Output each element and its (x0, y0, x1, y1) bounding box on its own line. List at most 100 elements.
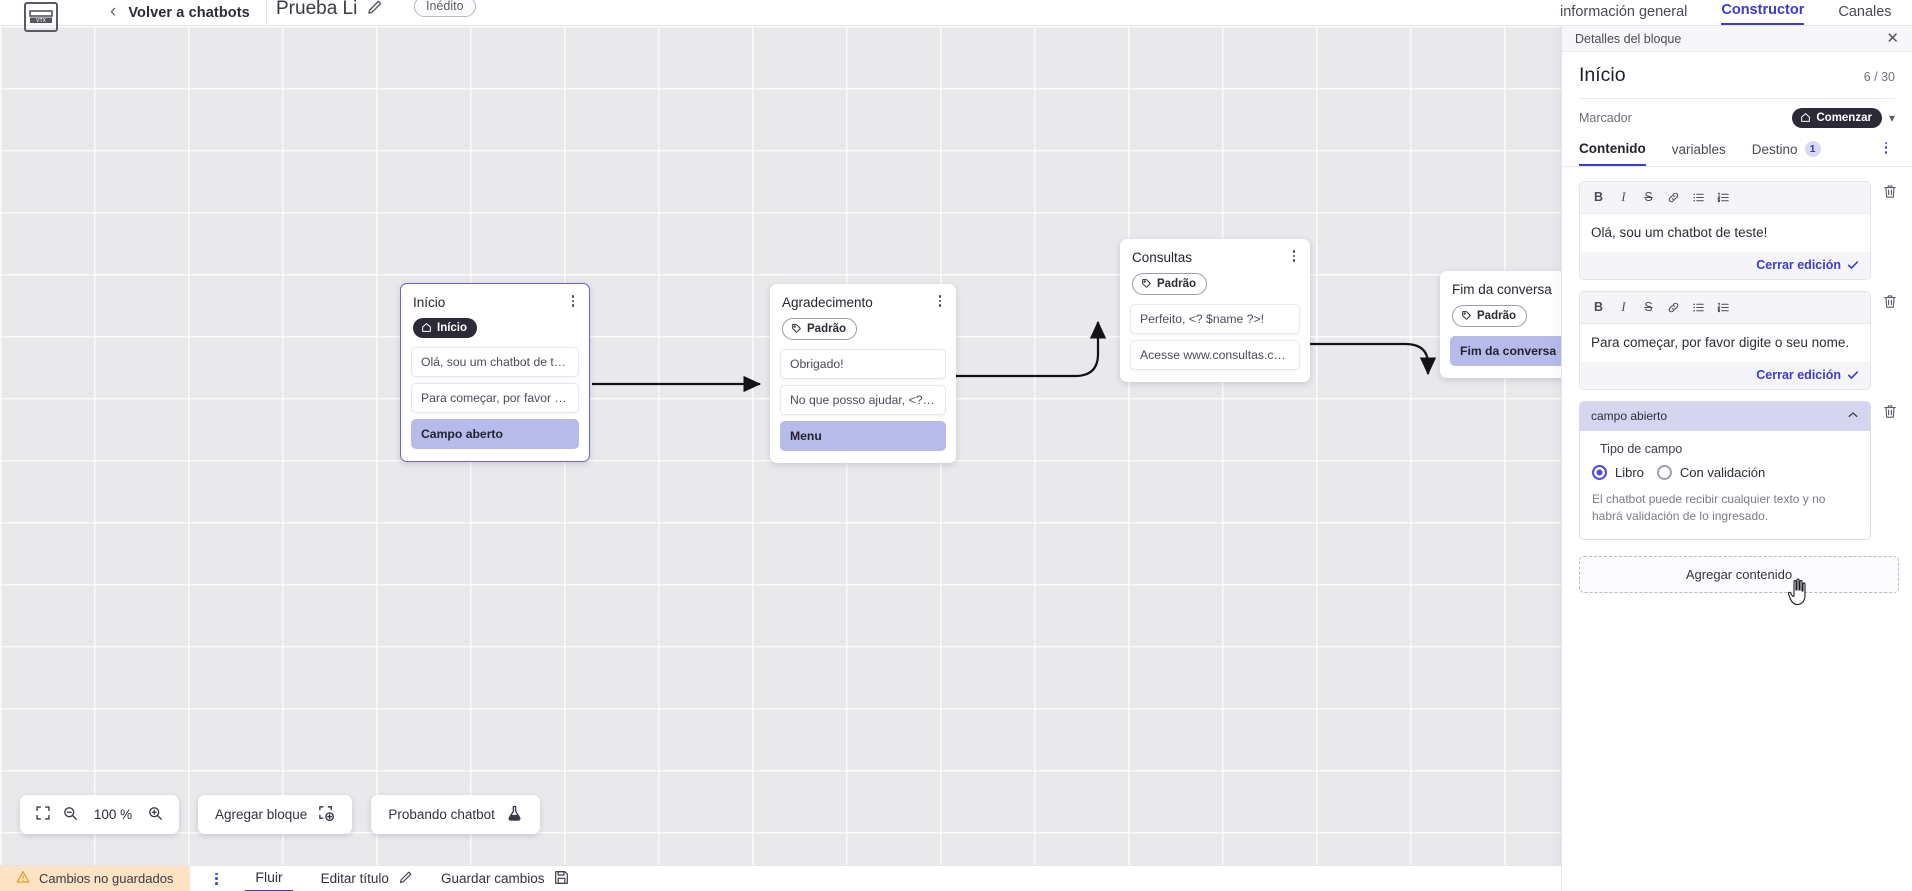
node-menu-button[interactable] (1287, 248, 1301, 264)
add-content-button[interactable]: Agregar contenido (1579, 555, 1899, 593)
node-tag-label: Início (437, 321, 468, 334)
radio-con-validacion[interactable]: Con validación (1656, 464, 1765, 480)
rich-text-editor[interactable]: B I S (1579, 180, 1871, 280)
fit-screen-icon[interactable] (36, 806, 50, 823)
panel-header: Detalles del bloque ✕ (1562, 26, 1912, 52)
radio-libro[interactable]: Libro (1592, 464, 1644, 480)
zoom-out-icon[interactable] (63, 806, 78, 824)
save-changes-button[interactable]: Guardar cambios (441, 870, 569, 888)
editor-text[interactable]: Para começar, por favor digite o seu nom… (1580, 323, 1870, 362)
tab-informacion-general[interactable]: información general (1560, 4, 1688, 20)
bold-button[interactable]: B (1593, 300, 1604, 315)
block-details-panel: Detalles del bloque ✕ Início 6 / 30 Marc… (1561, 26, 1912, 891)
tab-contenido[interactable]: Contenido (1579, 141, 1646, 166)
add-block-label: Agregar bloque (215, 807, 308, 822)
italic-button[interactable]: I (1621, 189, 1626, 204)
node-header: Fim da conversa (1440, 271, 1561, 297)
warning-icon (16, 870, 30, 887)
unsaved-changes-label: Cambios no guardados (39, 871, 174, 886)
zoom-in-icon[interactable] (148, 806, 163, 824)
trash-icon[interactable] (1880, 181, 1899, 199)
flow-canvas[interactable]: Início Início Olá, sou um chatbot de tes… (0, 26, 1561, 865)
node-header: Consultas (1120, 239, 1310, 265)
flow-node-inicio[interactable]: Início Início Olá, sou um chatbot de tes… (400, 283, 590, 462)
flow-node-fim-da-conversa[interactable]: Fim da conversa Padrão Fim da conversa (1440, 271, 1561, 378)
node-menu-button[interactable] (933, 293, 947, 309)
save-changes-label: Guardar cambios (440, 871, 545, 886)
trash-icon[interactable] (1880, 401, 1899, 419)
panel-more-button[interactable] (1879, 140, 1893, 156)
bold-button[interactable]: B (1593, 190, 1604, 204)
node-item[interactable]: Olá, sou um chatbot de teste! (411, 346, 579, 377)
editor-text[interactable]: Olá, sou um chatbot de teste! (1580, 213, 1870, 252)
mouse-cursor (1787, 578, 1806, 606)
node-item[interactable]: No que posso ajudar, <? $name ... (780, 384, 946, 415)
panel-header-label: Detalles del bloque (1575, 31, 1682, 46)
tab-destino[interactable]: Destino 1 (1752, 141, 1821, 165)
tab-variables[interactable]: variables (1672, 142, 1726, 165)
open-field-header[interactable]: campo abierto (1580, 401, 1870, 431)
node-item[interactable]: Campo aberto (411, 418, 579, 449)
bullet-list-icon[interactable] (1686, 297, 1711, 318)
strikethrough-button[interactable]: S (1644, 300, 1653, 315)
rich-text-editor[interactable]: B I S (1579, 290, 1871, 390)
pencil-icon[interactable] (366, 0, 383, 21)
svg-text:VTX: VTX (36, 18, 46, 24)
flow-node-consultas[interactable]: Consultas Padrão Perfeito, <? $name ?>! … (1120, 239, 1310, 382)
radio-libro-label: Libro (1615, 464, 1644, 480)
node-title: Consultas (1132, 250, 1193, 265)
tab-contenido-label: Contenido (1579, 140, 1646, 156)
chevron-up-icon[interactable] (1847, 409, 1859, 424)
trash-icon[interactable] (1880, 291, 1899, 309)
editor-toolbar: B I S (1580, 181, 1870, 214)
test-chatbot-label: Probando chatbot (388, 807, 495, 822)
home-icon (1801, 113, 1811, 122)
tab-canales[interactable]: Canales (1838, 4, 1892, 20)
status-more-button[interactable] (209, 871, 223, 887)
panel-block-count: 6 / 30 (1863, 70, 1895, 84)
check-icon (1847, 371, 1859, 379)
link-icon[interactable] (1661, 297, 1686, 318)
node-title: Agradecimento (782, 295, 873, 310)
panel-tabs: Contenido variables Destino 1 (1579, 128, 1895, 166)
node-menu-button[interactable] (566, 293, 580, 309)
close-edit-label: Cerrar edición (1756, 367, 1841, 382)
tab-constructor[interactable]: Constructor (1721, 2, 1805, 25)
chevron-down-icon[interactable]: ▾ (1888, 110, 1895, 125)
node-item[interactable]: Para começar, por favor digite o ... (411, 382, 579, 413)
flow-node-agradecimento[interactable]: Agradecimento Padrão Obrigado! No que po… (770, 284, 956, 463)
close-edit-button[interactable]: Cerrar edición (1756, 258, 1859, 272)
add-block-button[interactable]: Agregar bloque (198, 795, 353, 834)
node-item[interactable]: Menu (780, 420, 946, 451)
italic-button[interactable]: I (1621, 299, 1626, 314)
numbered-list-icon[interactable] (1711, 297, 1736, 318)
content-block-text: B I S (1579, 180, 1899, 280)
node-item[interactable]: Acesse www.consultas.com par... (1130, 339, 1300, 370)
close-edit-button[interactable]: Cerrar edición (1756, 368, 1859, 382)
canvas-toolbar: 100 % Agregar bloque Probando chatbot (20, 795, 540, 834)
add-block-icon (318, 805, 335, 825)
edit-title-button[interactable]: Editar título (321, 870, 413, 888)
numbered-list-icon[interactable] (1711, 187, 1736, 208)
node-header: Agradecimento (770, 284, 956, 310)
strikethrough-button[interactable]: S (1644, 190, 1653, 204)
node-item[interactable]: Perfeito, <? $name ?>! (1130, 303, 1300, 334)
radio-indicator (1656, 464, 1672, 480)
node-tag-label: Padrão (807, 322, 846, 335)
link-icon[interactable] (1661, 187, 1686, 208)
close-icon[interactable]: ✕ (1886, 30, 1899, 47)
chevron-left-icon[interactable]: ‹ (110, 1, 117, 22)
node-tag-padrao: Padrão (1452, 305, 1527, 327)
bullet-list-icon[interactable] (1686, 187, 1711, 208)
node-tag-label: Padrão (1157, 277, 1196, 290)
node-tag-padrao: Padrão (782, 318, 857, 340)
back-to-chatbots-link[interactable]: Volver a chatbots (128, 4, 250, 21)
test-chatbot-button[interactable]: Probando chatbot (371, 795, 540, 834)
marker-value-chip[interactable]: Comenzar (1792, 108, 1882, 128)
node-tag-padrao: Padrão (1132, 273, 1207, 295)
node-item[interactable]: Obrigado! (780, 348, 946, 379)
tab-destino-badge: 1 (1804, 141, 1821, 157)
tab-fluir[interactable]: Fluir (245, 865, 293, 891)
node-item[interactable]: Fim da conversa (1450, 335, 1561, 366)
panel-content: B I S (1562, 167, 1912, 540)
